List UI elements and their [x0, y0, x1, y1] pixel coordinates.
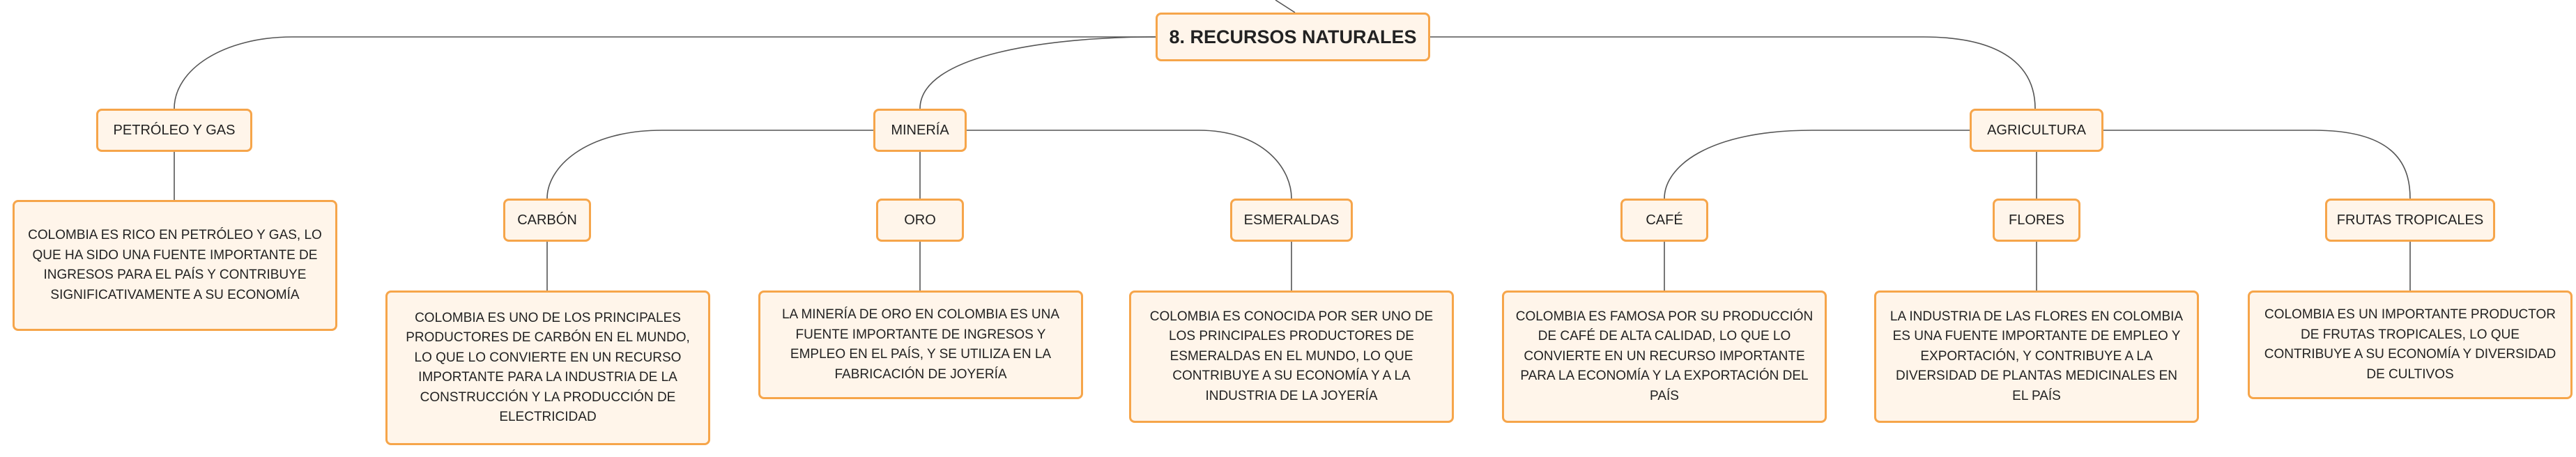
branch-agricultura[interactable]: AGRICULTURA: [1970, 109, 2103, 152]
desc-esmeraldas[interactable]: COLOMBIA ES CONOCIDA POR SER UNO DE LOS …: [1129, 291, 1454, 423]
subtopic-carbon[interactable]: CARBÓN: [503, 199, 591, 242]
root-topic[interactable]: 8. RECURSOS NATURALES: [1156, 13, 1430, 61]
connector-root-mineria: [919, 36, 1156, 109]
desc-cafe[interactable]: COLOMBIA ES FAMOSA POR SU PRODUCCIÓN DE …: [1502, 291, 1827, 423]
subtopic-flores[interactable]: FLORES: [1993, 199, 2080, 242]
desc-carbon[interactable]: COLOMBIA ES UNO DE LOS PRINCIPALES PRODU…: [385, 291, 710, 445]
desc-flores[interactable]: LA INDUSTRIA DE LAS FLORES EN COLOMBIA E…: [1874, 291, 2199, 423]
connector-root-petroleo: [174, 36, 1156, 109]
desc-petroleo-y-gas[interactable]: COLOMBIA ES RICO EN PETRÓLEO Y GAS, LO Q…: [13, 200, 337, 331]
branch-mineria[interactable]: MINERÍA: [873, 109, 967, 152]
connector-agricultura-cafe: [1664, 130, 1970, 199]
subtopic-esmeraldas[interactable]: ESMERALDAS: [1230, 199, 1353, 242]
branch-petroleo-y-gas[interactable]: PETRÓLEO Y GAS: [96, 109, 252, 152]
connector-mineria-carbon: [546, 130, 873, 199]
connector-agricultura-frutas: [2103, 130, 2411, 199]
subtopic-cafe[interactable]: CAFÉ: [1620, 199, 1708, 242]
subtopic-oro[interactable]: ORO: [876, 199, 964, 242]
desc-frutas-tropicales[interactable]: COLOMBIA ES UN IMPORTANTE PRODUCTOR DE F…: [2248, 291, 2573, 399]
connector-mineria-esmeraldas: [967, 130, 1292, 199]
subtopic-frutas-tropicales[interactable]: FRUTAS TROPICALES: [2325, 199, 2495, 242]
connector-root-parent: [1275, 0, 1296, 13]
connector-root-agricultura: [1430, 36, 2036, 109]
desc-oro[interactable]: LA MINERÍA DE ORO EN COLOMBIA ES UNA FUE…: [758, 291, 1083, 399]
